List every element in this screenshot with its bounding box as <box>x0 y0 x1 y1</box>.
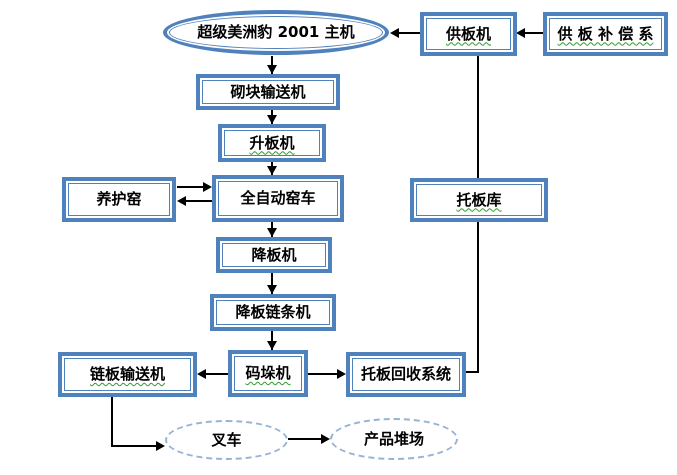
node-board-lifter-label: 升板机 <box>249 133 295 152</box>
arrowhead-main-to-block-conveyor <box>267 65 277 74</box>
arrowhead-to-curing-kiln <box>177 196 186 206</box>
arrowhead-block-conveyor-to-board-lifter <box>267 115 277 124</box>
node-pallet-feeder: 供板机 <box>420 12 517 56</box>
node-pallet-feeder-label: 供板机 <box>445 24 491 43</box>
arrowhead-lowering-chain-to-palletizer <box>267 341 277 350</box>
node-palletizer-label: 码垛机 <box>245 364 291 382</box>
node-curing-kiln-label: 养护窑 <box>96 190 142 208</box>
connector-compensation-to-feeder <box>525 32 543 34</box>
node-pallet-store: 托板库 <box>410 178 548 222</box>
connector-kiln-car-right <box>177 186 203 188</box>
node-block-conveyor: 砌块输送机 <box>196 74 340 110</box>
node-main-machine: 超级美洲豹 2001 主机 <box>163 10 389 55</box>
connector-pallet-return-elbow <box>466 371 479 373</box>
node-curing-kiln: 养护窑 <box>62 177 176 222</box>
connector-palletizer-to-recycle <box>308 373 337 375</box>
node-board-lowerer: 降板机 <box>216 237 332 273</box>
node-palletizer: 码垛机 <box>228 350 308 397</box>
arrowhead-compensation-to-feeder <box>516 28 525 38</box>
arrowhead-palletizer-to-recycle <box>337 369 346 379</box>
connector-feeder-to-main <box>399 32 420 34</box>
node-chain-plate-conveyor: 链板输送机 <box>58 352 197 397</box>
connector-kiln-car-left <box>186 200 212 202</box>
arrowhead-board-lowerer-to-lowering-chain <box>267 285 277 294</box>
arrowhead-to-auto-kiln-car <box>203 182 212 192</box>
node-chain-plate-conveyor-label: 链板输送机 <box>89 365 165 383</box>
arrowhead-forklift-to-yard <box>321 434 330 444</box>
arrowhead-auto-kiln-car-to-board-lowerer <box>267 228 277 237</box>
connector-forklift-to-yard <box>288 438 321 440</box>
node-auto-kiln-car-label: 全自动窑车 <box>240 189 316 207</box>
arrowhead-palletizer-to-chain-conveyor <box>197 369 206 379</box>
node-forklift-label: 叉车 <box>211 430 242 449</box>
node-main-machine-label: 超级美洲豹 2001 主机 <box>197 23 355 41</box>
node-forklift: 叉车 <box>165 420 288 460</box>
node-block-conveyor-label: 砌块输送机 <box>230 82 306 101</box>
node-pallet-recycle-system-label: 托板回收系统 <box>360 365 451 383</box>
node-board-lowerer-label: 降板机 <box>251 245 297 264</box>
node-board-lowering-chain: 降板链条机 <box>210 294 336 331</box>
node-product-yard: 产品堆场 <box>330 418 458 460</box>
node-pallet-recycle-system: 托板回收系统 <box>346 352 466 397</box>
connector-conveyor-to-forklift-vertical <box>111 397 113 447</box>
connector-palletizer-to-chain-conveyor <box>206 373 228 375</box>
node-board-lowering-chain-label: 降板链条机 <box>235 303 311 321</box>
arrowhead-conveyor-to-forklift <box>156 441 165 451</box>
connector-conveyor-to-forklift-horizontal <box>111 445 156 447</box>
arrowhead-feeder-to-main <box>390 28 399 38</box>
node-board-lifter: 升板机 <box>218 124 326 162</box>
node-pallet-feed-compensation: 供 板 补 偿 系 <box>543 12 668 56</box>
node-product-yard-label: 产品堆场 <box>363 429 424 448</box>
node-pallet-store-label: 托板库 <box>456 190 502 209</box>
node-pallet-feed-compensation-label: 供 板 补 偿 系 <box>557 24 654 43</box>
arrowhead-board-lifter-to-auto-kiln-car <box>267 166 277 175</box>
node-auto-kiln-car: 全自动窑车 <box>212 175 344 222</box>
